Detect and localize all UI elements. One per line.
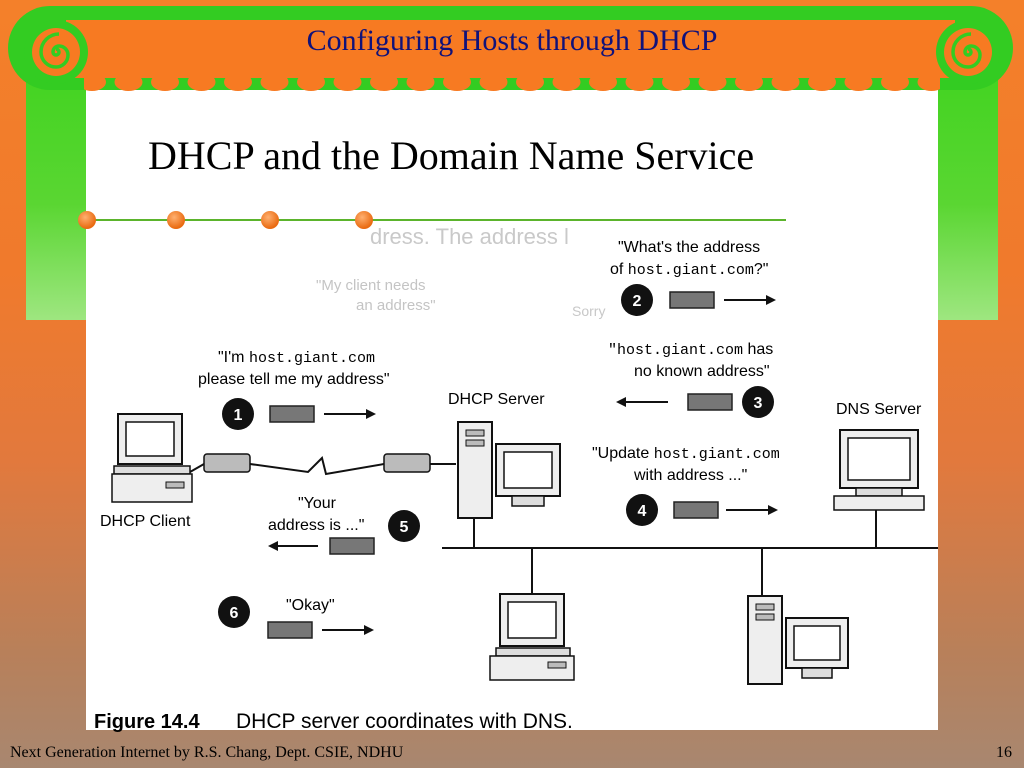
scallop-shape (735, 76, 763, 91)
faded-client-needs-2: an address" (356, 297, 436, 314)
right-swirl-icon (936, 20, 1000, 84)
step1-line1: "I'm host.giant.com (218, 349, 375, 367)
scallop-shape (771, 76, 800, 91)
workstation-computer-icon (489, 593, 575, 681)
client-modem-icon (203, 453, 251, 473)
banner-scallops (84, 76, 940, 91)
scallop-shape (114, 76, 143, 91)
divider-bullet (261, 211, 279, 229)
step2-number: 2 (633, 293, 642, 310)
step3-packet (687, 393, 733, 411)
step5-line2: address is ..." (268, 517, 364, 534)
step1-packet (269, 405, 315, 423)
dns-server-label: DNS Server (836, 401, 922, 418)
scallop-shape (151, 76, 179, 91)
step4-line1: "Update host.giant.com (592, 445, 780, 463)
scallop-shape (84, 76, 106, 91)
footer-credit: Next Generation Internet by R.S. Chang, … (10, 744, 404, 761)
dhcp-client-label: DHCP Client (100, 513, 191, 530)
dhcp-client-computer-icon (111, 413, 193, 503)
dhcp-server-computer-icon (457, 421, 561, 548)
divider-bullet (167, 211, 185, 229)
scallop-shape (625, 76, 654, 91)
scallop-shape (844, 76, 873, 91)
divider-bullet (355, 211, 373, 229)
faded-sorry: Sorry (572, 303, 605, 319)
scallop-shape (698, 76, 727, 91)
step2-line2: of host.giant.com?" (610, 261, 768, 279)
header-banner (8, 6, 1013, 90)
faded-text-top: dress. The address l (370, 226, 569, 249)
figure-caption-text: DHCP server coordinates with DNS. (236, 710, 573, 733)
dhcp-dns-figure: dress. The address l "My client needs an… (94, 226, 938, 733)
step4-line2: with address ..." (633, 467, 747, 484)
step6-number: 6 (230, 605, 239, 622)
scallop-shape (662, 76, 690, 91)
scallop-shape (552, 76, 581, 91)
dns-server-computer-icon (833, 429, 925, 548)
step3-number: 3 (754, 395, 763, 412)
step4-badge (626, 494, 658, 526)
step3-line2: no known address" (634, 363, 770, 380)
scallop-shape (881, 76, 909, 91)
scallop-shape (589, 76, 617, 91)
step3-badge (742, 386, 774, 418)
step4-packet (673, 501, 719, 519)
step1-badge (222, 398, 254, 430)
scallop-shape (260, 76, 289, 91)
scallop-shape (917, 76, 940, 91)
step6-packet (267, 621, 313, 639)
left-swirl-icon (24, 20, 88, 84)
step2-badge (621, 284, 653, 316)
scallop-shape (187, 76, 216, 91)
step6-badge (218, 596, 250, 628)
page-number: 16 (996, 744, 1012, 761)
scallop-shape (808, 76, 836, 91)
step5-line1: "Your (298, 495, 337, 512)
dhcp-server-label: DHCP Server (448, 391, 545, 408)
header-banner-inner (66, 20, 955, 78)
scallop-shape (516, 76, 544, 91)
step1-number: 1 (234, 407, 243, 424)
figure-caption-number: Figure 14.4 (94, 711, 200, 733)
step2-line1: "What's the address (618, 239, 760, 256)
server-computer-icon (747, 595, 849, 685)
faded-client-needs-1: "My client needs (316, 277, 426, 294)
scallop-shape (479, 76, 508, 91)
scallop-shape (297, 76, 325, 91)
heading-divider (86, 219, 786, 221)
step3-line1: "host.giant.com has (608, 341, 773, 359)
scallop-shape (333, 76, 362, 91)
step1-line2: please tell me my address" (198, 371, 390, 388)
step6-line1: "Okay" (286, 597, 335, 614)
server-modem-icon (383, 453, 431, 473)
slide-heading: DHCP and the Domain Name Service (148, 133, 755, 178)
step5-packet (329, 537, 375, 555)
step5-number: 5 (400, 519, 409, 536)
step4-number: 4 (638, 503, 647, 520)
scallop-shape (443, 76, 471, 91)
scallop-shape (224, 76, 252, 91)
scallop-shape (370, 76, 398, 91)
page-title: Configuring Hosts through DHCP (306, 24, 718, 57)
divider-bullet (78, 211, 96, 229)
scallop-shape (406, 76, 435, 91)
step2-packet (669, 291, 715, 309)
step5-badge (388, 510, 420, 542)
